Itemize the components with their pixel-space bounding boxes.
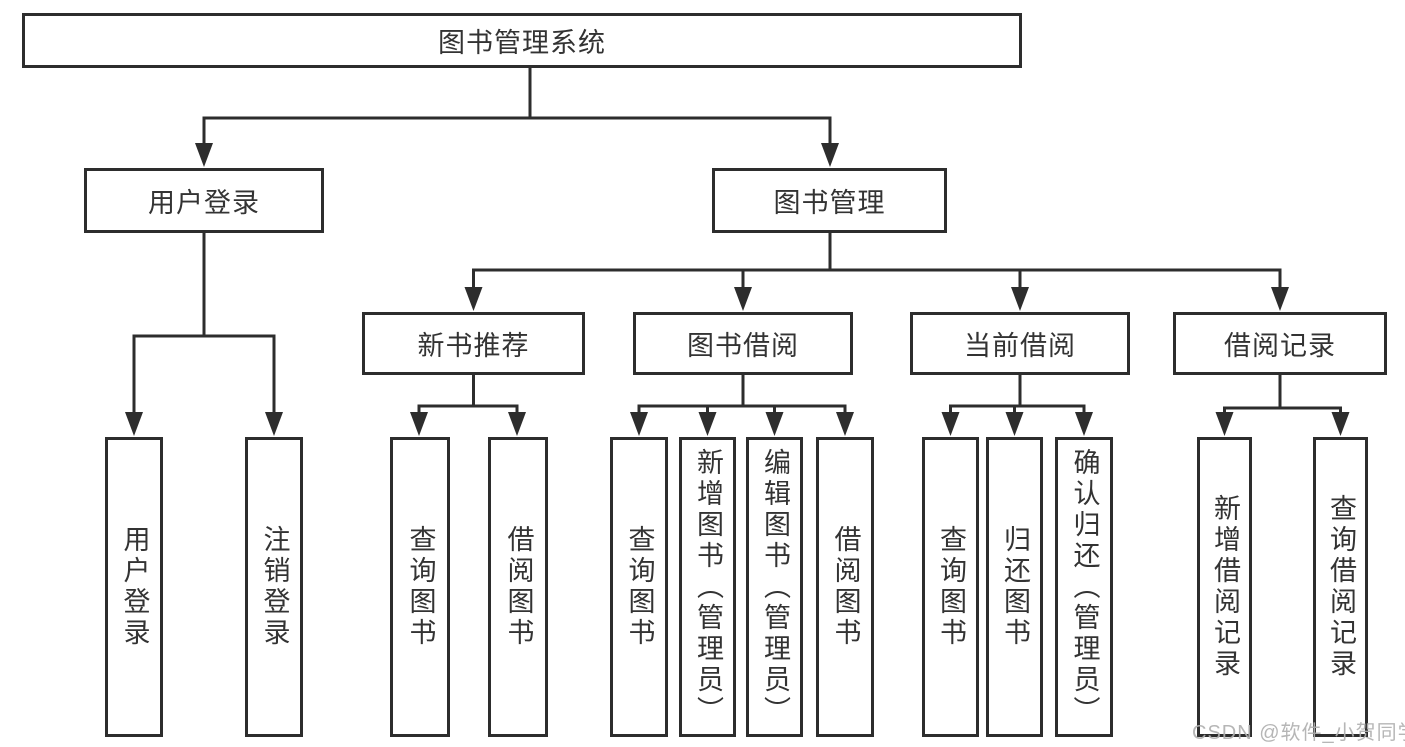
node-current-borrow: 当前借阅 xyxy=(910,312,1130,375)
leaf-borrow-book-2: 借阅图书 xyxy=(816,437,874,737)
node-book-management-label: 图书管理 xyxy=(773,188,886,218)
leaf-return-book-label: 归还图书 xyxy=(1000,525,1030,649)
leaf-query-borrow-record-label: 查询借阅记录 xyxy=(1326,494,1356,680)
leaf-logout-label: 注销登录 xyxy=(259,525,290,649)
leaf-return-book: 归还图书 xyxy=(986,437,1043,737)
leaf-query-book-1: 查询图书 xyxy=(390,437,450,737)
node-current-borrow-label: 当前借阅 xyxy=(964,331,1076,361)
leaf-borrow-book-2-label: 借阅图书 xyxy=(830,525,861,649)
csdn-watermark: CSDN @软件_小贺同学 xyxy=(1192,722,1405,744)
connector-new-book-children xyxy=(410,373,526,436)
node-book-management: 图书管理 xyxy=(712,168,947,233)
connector-records-children xyxy=(1215,373,1350,436)
node-root-system: 图书管理系统 xyxy=(22,13,1022,68)
leaf-confirm-return-admin-label: 确认归还（管理员） xyxy=(1069,447,1100,727)
leaf-confirm-return-admin: 确认归还（管理员） xyxy=(1055,437,1113,737)
node-user-login-label: 用户登录 xyxy=(148,188,260,218)
node-new-book-recommend-label: 新书推荐 xyxy=(417,331,530,361)
leaf-borrow-book-1: 借阅图书 xyxy=(488,437,548,737)
node-root-label: 图书管理系统 xyxy=(438,28,606,58)
leaf-add-borrow-record: 新增借阅记录 xyxy=(1197,437,1252,737)
leaf-query-borrow-record: 查询借阅记录 xyxy=(1313,437,1368,737)
leaf-logout: 注销登录 xyxy=(245,437,303,737)
connector-borrow-children xyxy=(630,373,854,436)
leaf-query-book-3-label: 查询图书 xyxy=(936,525,966,649)
leaf-edit-book-admin: 编辑图书（管理员） xyxy=(746,437,803,737)
leaf-query-book-2: 查询图书 xyxy=(610,437,668,737)
connector-user-login-children xyxy=(125,231,283,436)
leaf-query-book-1-label: 查询图书 xyxy=(405,525,436,649)
leaf-add-book-admin: 新增图书（管理员） xyxy=(679,437,736,737)
leaf-add-book-admin-label: 新增图书（管理员） xyxy=(693,447,723,727)
leaf-user-login: 用户登录 xyxy=(105,437,163,737)
node-book-borrow-label: 图书借阅 xyxy=(687,331,799,361)
node-borrow-records-label: 借阅记录 xyxy=(1224,331,1336,361)
connector-root-to-level2 xyxy=(195,66,839,167)
connector-book-mgmt-to-level3 xyxy=(464,231,1289,311)
node-borrow-records: 借阅记录 xyxy=(1173,312,1387,375)
leaf-user-login-label: 用户登录 xyxy=(119,525,150,649)
node-user-login: 用户登录 xyxy=(84,168,324,233)
node-new-book-recommend: 新书推荐 xyxy=(362,312,585,375)
leaf-query-book-2-label: 查询图书 xyxy=(624,525,655,649)
leaf-add-borrow-record-label: 新增借阅记录 xyxy=(1210,494,1240,680)
node-book-borrow: 图书借阅 xyxy=(633,312,853,375)
connector-current-children xyxy=(941,373,1093,436)
leaf-query-book-3: 查询图书 xyxy=(922,437,979,737)
leaf-borrow-book-1-label: 借阅图书 xyxy=(503,525,534,649)
leaf-edit-book-admin-label: 编辑图书（管理员） xyxy=(760,447,790,727)
